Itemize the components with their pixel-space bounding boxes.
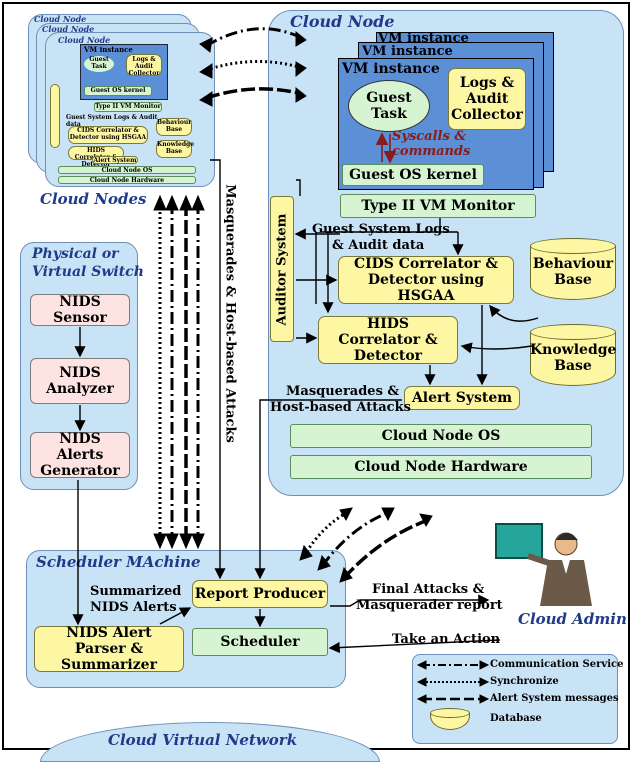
mini-monitor: Type II VM Monitor <box>94 102 162 112</box>
mini-guest-task: Guest Task <box>84 56 114 72</box>
network-title: Cloud Virtual Network <box>108 731 298 749</box>
report-producer: Report Producer <box>192 580 328 608</box>
legend-db-icon <box>430 708 470 730</box>
logs-audit-collector: Logs & Audit Collector <box>448 68 526 130</box>
cloud-node-title: Cloud Node <box>290 12 395 31</box>
cids-correlator: CIDS Correlator & Detector using HSGAA <box>338 256 514 304</box>
final-attacks-label: Final Attacks & <box>372 582 485 597</box>
hids-correlator: HIDS Correlator & Detector <box>318 316 458 364</box>
summarized-label: Summarized <box>90 584 182 599</box>
legend-alert-label: Alert System messages <box>490 693 619 704</box>
mini-node-label-2: Cloud Node <box>42 24 95 34</box>
behaviour-base-db: Behaviour Base <box>530 238 616 300</box>
host-attacks-label: Host-based Attacks <box>270 400 411 415</box>
mini-cids: CIDS Correlator & Detector using HSGAA <box>68 126 148 144</box>
mini-node-label-3: Cloud Node <box>34 14 87 24</box>
knowledge-base-label: Knowledge Base <box>530 342 617 374</box>
nids-alerts-generator: NIDS Alerts Generator <box>30 431 130 479</box>
mini-logs: Logs & Audit Collector <box>126 54 162 77</box>
mini-logs-data: Guest System Logs & Audit data <box>66 114 158 128</box>
admin-figure <box>492 520 604 610</box>
vm-instance-back2-label: VM instance <box>378 32 469 42</box>
mini-alert: Alert System <box>92 156 138 164</box>
nids-sensor: NIDS Sensor <box>30 294 130 326</box>
mini-hw: Cloud Node Hardware <box>58 176 196 184</box>
guest-task: Guest Task <box>348 80 430 132</box>
alert-system: Alert System <box>404 386 520 410</box>
mini-auditor <box>50 84 60 148</box>
switch-title-line1: Physical or <box>32 246 119 262</box>
cloud-node-hardware: Cloud Node Hardware <box>290 455 592 479</box>
switch-title-line2: Virtual Switch <box>32 264 144 280</box>
masquerader-report-label: Masquerader report <box>356 598 503 613</box>
knowledge-base-db: Knowledge Base <box>530 324 616 386</box>
scheduler-title: Scheduler MAchine <box>36 553 201 571</box>
syscalls-label: Syscalls & commands <box>392 129 471 159</box>
legend-db-label: Database <box>490 713 542 724</box>
auditor-system <box>270 196 294 342</box>
masquerades-label: Masquerades & <box>286 384 400 399</box>
vm-instance-back1-label: VM instance <box>362 44 453 59</box>
mini-knowledge: Knowledge Base <box>156 140 194 158</box>
behaviour-base-label: Behaviour Base <box>532 256 614 288</box>
legend-comm-label: Communication Service <box>490 659 624 670</box>
mini-kernel: Guest OS kernel <box>84 86 152 96</box>
nids-analyzer: NIDS Analyzer <box>30 358 130 404</box>
vm-monitor: Type II VM Monitor <box>340 194 536 218</box>
cloud-admin-title: Cloud Admin <box>518 610 627 628</box>
mini-node-label-1: Cloud Node <box>58 35 111 45</box>
cloud-node-os: Cloud Node OS <box>290 424 592 448</box>
vm-instance-label: VM instance <box>342 61 440 77</box>
mini-behaviour: Behaviour Base <box>156 118 192 136</box>
cloud-nodes-title: Cloud Nodes <box>40 190 147 208</box>
mini-vm-label: VM instance <box>84 45 133 54</box>
mini-os: Cloud Node OS <box>58 166 196 174</box>
guest-os-kernel: Guest OS kernel <box>342 164 484 186</box>
audit-data-label: & Audit data <box>332 238 425 253</box>
nids-alerts-label: NIDS Alerts <box>90 600 177 615</box>
nids-alert-parser: NIDS Alert Parser & Summarizer <box>34 625 184 673</box>
legend-sync-label: Synchronize <box>490 676 559 687</box>
scheduler-box: Scheduler <box>192 628 328 656</box>
guest-logs-label: Guest System Logs <box>312 222 450 237</box>
